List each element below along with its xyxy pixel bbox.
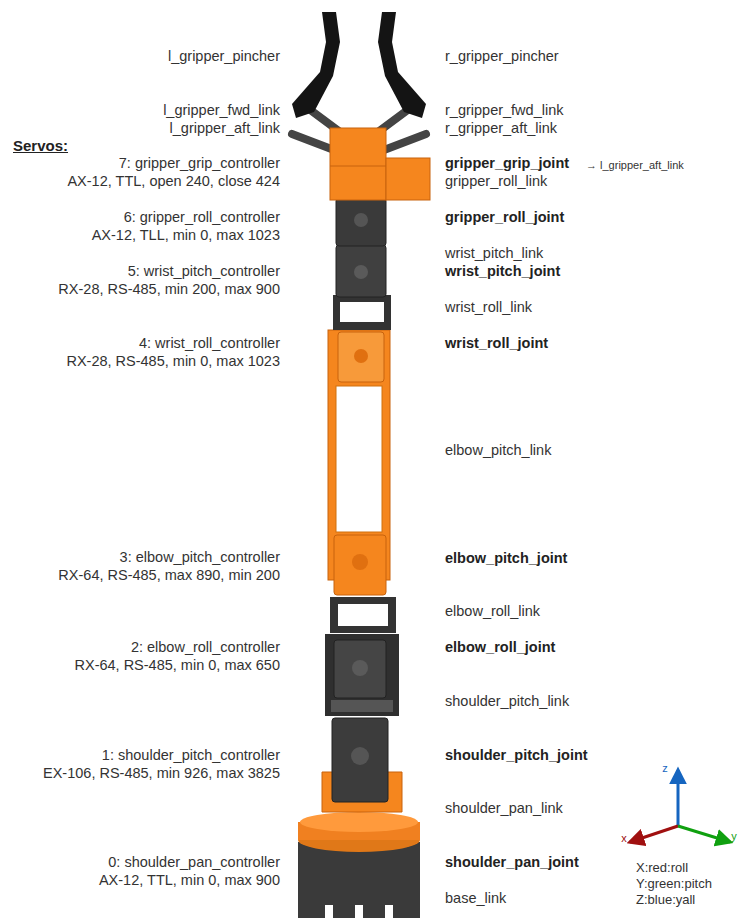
frame-window — [336, 386, 382, 532]
bracket-gap — [338, 604, 388, 626]
part-label: l_gripper_fwd_link — [163, 103, 280, 119]
part-label: 6: gripper_roll_controller — [124, 210, 280, 226]
joint-label: elbow_pitch_joint — [445, 551, 567, 567]
servo-horn — [354, 265, 368, 279]
part-label: AX-12, TTL, open 240, close 424 — [67, 174, 280, 190]
part-label: l_gripper_aft_link — [170, 121, 280, 137]
part-label: RX-64, RS-485, max 890, min 200 — [58, 568, 280, 584]
part-label: shoulder_pan_link — [445, 801, 563, 817]
part-label: elbow_roll_link — [445, 604, 540, 620]
pan-disc-top — [300, 812, 418, 832]
gripper-block — [330, 128, 386, 200]
part-label: RX-64, RS-485, min 0, max 650 — [74, 658, 280, 674]
axis-letter: y — [731, 830, 737, 842]
gripper-servo-box — [386, 158, 430, 200]
servo-horn — [351, 747, 369, 765]
wrist-roll-bracket — [333, 295, 391, 330]
part-label: wrist_pitch_link — [445, 246, 543, 262]
joint-label: elbow_roll_joint — [445, 640, 555, 656]
gripper-pincher — [292, 12, 340, 118]
part-label: r_gripper_pincher — [445, 49, 559, 65]
elbow-roll-bracket — [330, 597, 396, 633]
section-heading: Servos: — [13, 138, 68, 155]
part-label: 1: shoulder_pitch_controller — [102, 748, 280, 764]
servo — [336, 198, 386, 246]
part-label: r_gripper_aft_link — [445, 121, 557, 137]
part-label: 0: shoulder_pan_controller — [108, 855, 280, 871]
axis-key: Z:blue:yall — [636, 893, 695, 907]
gripper-pincher — [378, 12, 426, 118]
axis-key: Y:green:pitch — [636, 877, 712, 891]
part-label: shoulder_pitch_link — [445, 694, 569, 710]
axis-indicator — [630, 770, 730, 842]
axis-letter: x — [621, 832, 627, 844]
part-label: 3: elbow_pitch_controller — [120, 550, 280, 566]
servo — [334, 640, 386, 698]
part-label: 2: elbow_roll_controller — [131, 640, 280, 656]
joint-label: shoulder_pitch_joint — [445, 748, 588, 764]
part-label: AX-12, TTL, min 0, max 900 — [99, 873, 280, 889]
part-label: base_link — [445, 891, 506, 907]
part-label: 5: wrist_pitch_controller — [128, 264, 280, 280]
part-label: wrist_roll_link — [445, 300, 532, 316]
joint-label: wrist_pitch_joint — [445, 264, 560, 280]
base — [298, 812, 420, 918]
joint-label: wrist_roll_joint — [445, 336, 548, 352]
servo-horn — [354, 213, 368, 227]
joint-label: gripper_roll_joint — [445, 210, 564, 226]
arrow-note: → l_gripper_aft_link — [586, 159, 684, 171]
servo-horn — [354, 349, 368, 363]
part-label: r_gripper_fwd_link — [445, 103, 563, 119]
base-slot — [325, 905, 333, 918]
gripper-seam — [330, 166, 386, 167]
servo — [336, 245, 386, 297]
axis-letter: z — [662, 762, 668, 774]
servo — [334, 535, 386, 595]
part-label: EX-106, RS-485, min 926, max 3825 — [43, 766, 280, 782]
base-slot — [355, 905, 363, 918]
base-block — [298, 842, 420, 918]
part-label: RX-28, RS-485, min 0, max 1023 — [66, 354, 280, 370]
axis-key: X:red:roll — [636, 861, 688, 875]
base-slot — [385, 905, 393, 918]
servo-horn — [352, 554, 368, 570]
servo-horn — [352, 660, 368, 676]
part-label: RX-28, RS-485, min 200, max 900 — [58, 282, 280, 298]
part-label: gripper_roll_link — [445, 174, 547, 190]
part-label: 7: gripper_grip_controller — [119, 156, 280, 172]
bracket-gap — [340, 302, 384, 322]
servo — [338, 332, 384, 382]
joint-label: gripper_grip_joint — [445, 156, 569, 172]
part-label: l_gripper_pincher — [168, 49, 280, 65]
shoulder-pitch-bracket — [325, 634, 399, 716]
bracket-plate — [331, 700, 393, 712]
part-label: elbow_pitch_link — [445, 443, 551, 459]
joint-label: shoulder_pan_joint — [445, 855, 579, 871]
servo — [332, 718, 388, 802]
part-label: 4: wrist_roll_controller — [139, 336, 280, 352]
part-label: AX-12, TLL, min 0, max 1023 — [92, 228, 280, 244]
